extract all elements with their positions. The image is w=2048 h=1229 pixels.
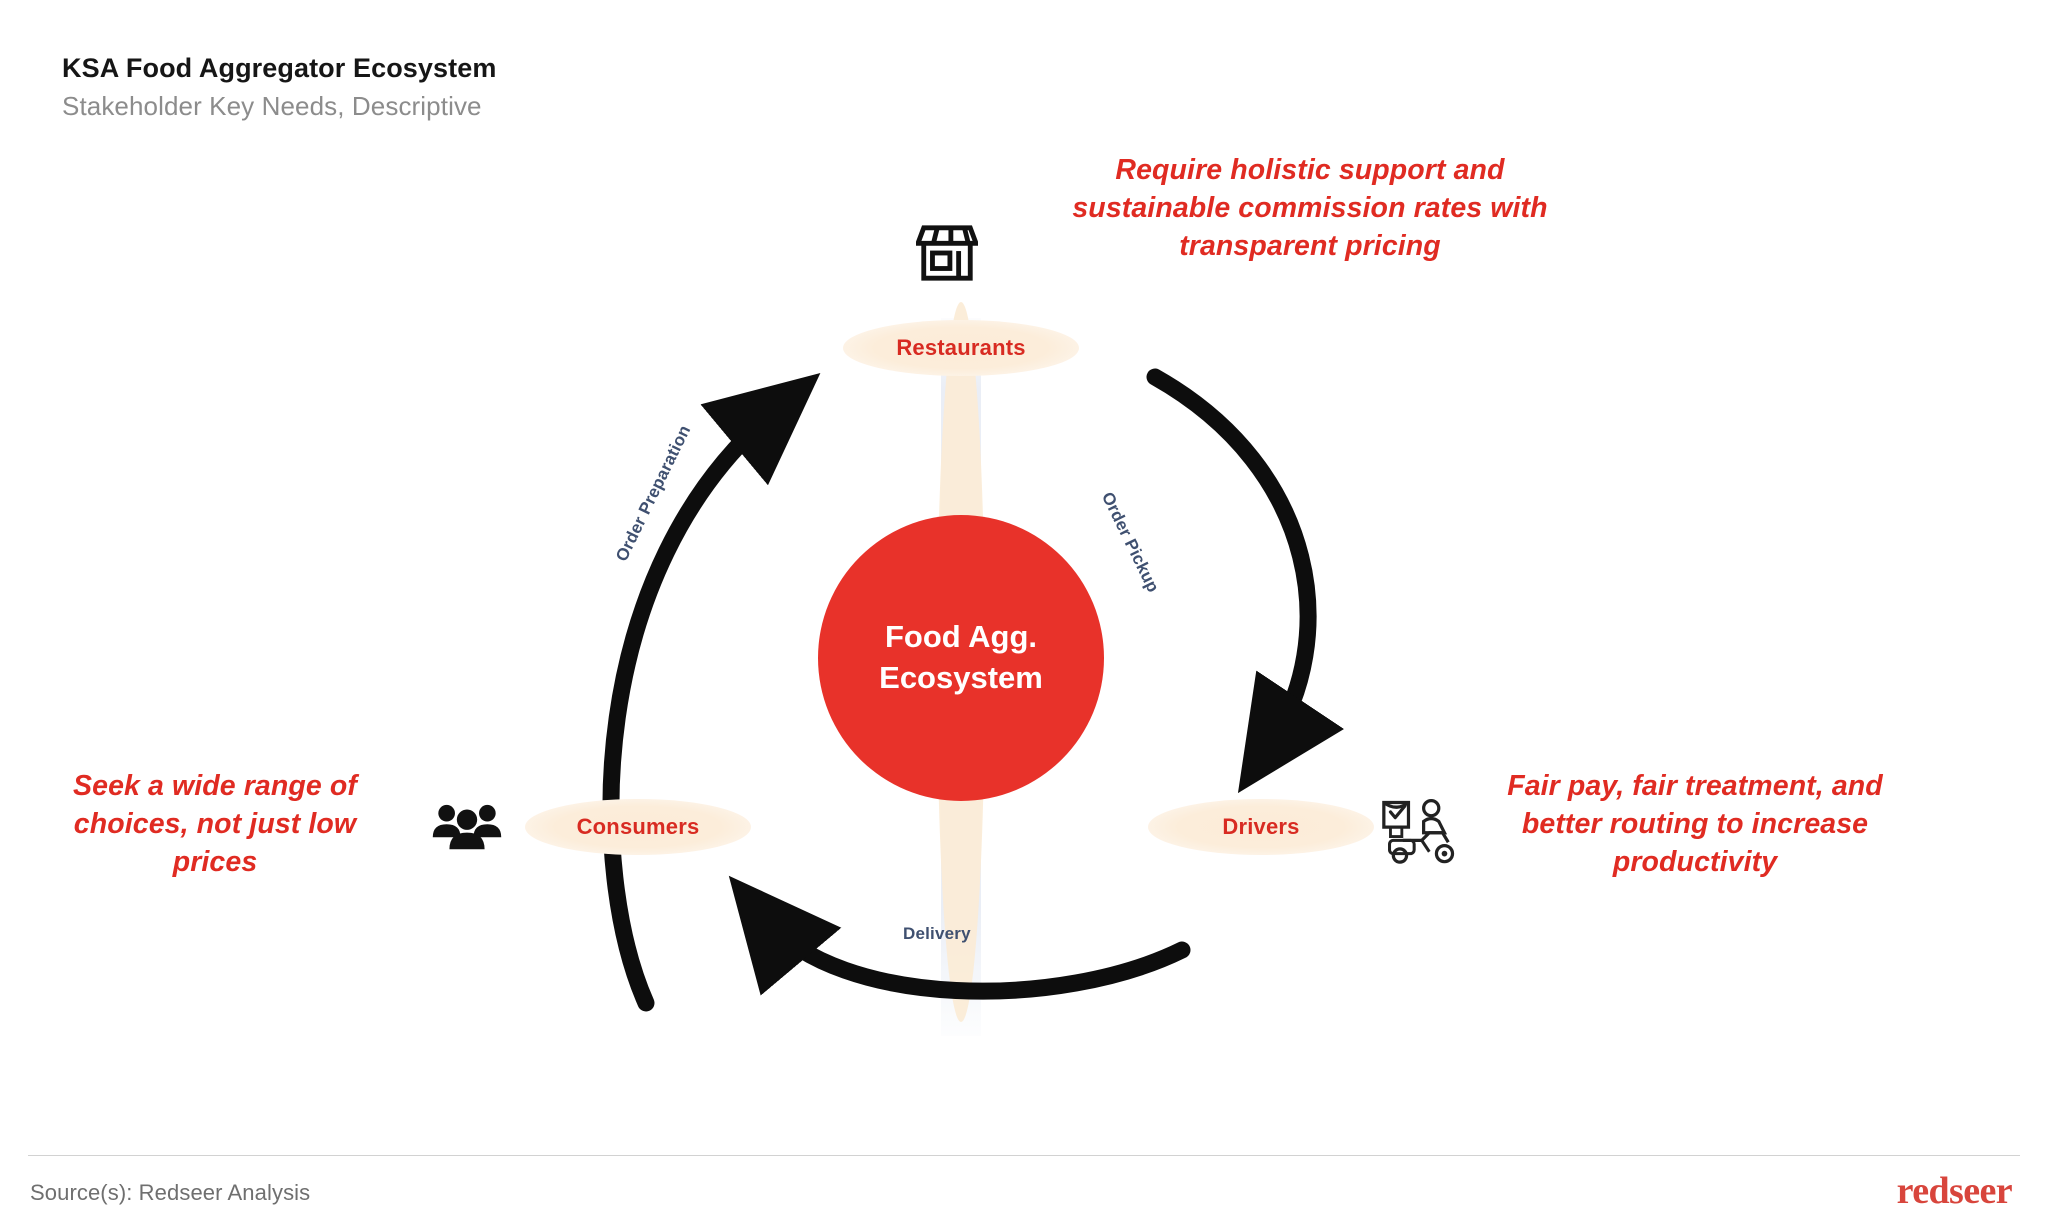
people-group-icon [430, 800, 504, 856]
center-node-label-line2: Ecosystem [879, 660, 1043, 695]
node-consumers[interactable]: Consumers [525, 799, 751, 855]
arc-order-pickup [1146, 368, 1345, 794]
footer-divider [28, 1155, 2020, 1156]
flow-label-delivery: Delivery [903, 924, 971, 943]
node-drivers[interactable]: Drivers [1148, 799, 1374, 855]
delivery-scooter-icon [1374, 793, 1460, 865]
source-note: Source(s): Redseer Analysis [30, 1180, 311, 1205]
callout-consumers-need: Seek a wide range of choices, not just l… [73, 770, 357, 878]
callout-restaurants-need: Require holistic support and sustainable… [1072, 154, 1548, 262]
page-subtitle: Stakeholder Key Needs, Descriptive [62, 90, 482, 121]
arc-delivery [728, 875, 1191, 1000]
ecosystem-diagram: Restaurants Consumers Drivers Food Agg. … [430, 222, 1460, 1036]
center-node-label-line1: Food Agg. [884, 619, 1038, 655]
callout-drivers-need: Fair pay, fair treatment, and better rou… [1507, 770, 1883, 878]
slide-header: KSA Food Aggregator Ecosystem Stakeholde… [62, 52, 496, 124]
node-drivers-label: Drivers [1222, 814, 1300, 839]
node-restaurants-label: Restaurants [896, 335, 1026, 360]
storefront-icon [916, 222, 978, 284]
node-consumers-label: Consumers [576, 814, 700, 839]
page-title: KSA Food Aggregator Ecosystem [62, 53, 497, 83]
node-restaurants[interactable]: Restaurants [843, 320, 1079, 376]
arc-order-preparation [602, 372, 821, 1012]
center-node-label: Food Agg. Ecosystem [879, 617, 1043, 699]
center-node-food-agg-ecosystem[interactable]: Food Agg. Ecosystem [818, 515, 1104, 801]
redseer-logo: redseer [1896, 1170, 2013, 1212]
